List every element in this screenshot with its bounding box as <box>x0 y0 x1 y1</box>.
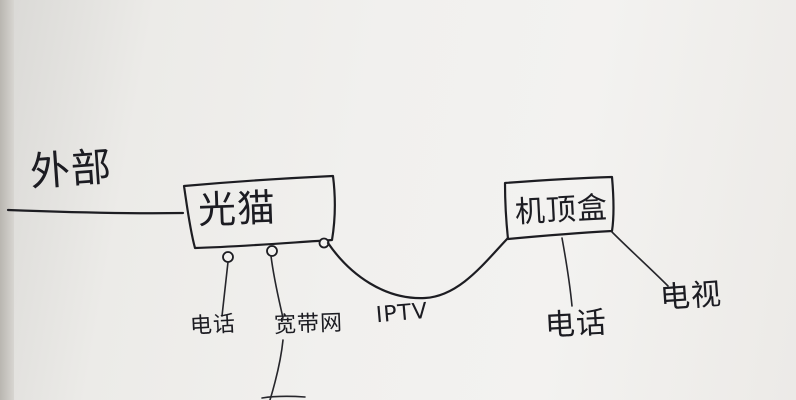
stb-to-tv-line <box>611 231 669 287</box>
modem-box <box>182 174 336 250</box>
external-line-label: 外部 <box>28 144 114 196</box>
iptv-label: IPTV <box>374 298 430 329</box>
iptv-curve-line <box>326 236 510 300</box>
set-top-box-outline <box>503 175 615 241</box>
modem-phone-label: 电话 <box>189 311 237 340</box>
paper-edge-shadow <box>0 0 14 400</box>
broadband-label: 宽带网 <box>273 310 344 339</box>
external-to-modem-line <box>6 208 185 215</box>
stb-phone-label: 电话 <box>544 305 608 344</box>
bottom-stroke <box>261 395 306 399</box>
modem-port-phone <box>222 251 234 263</box>
set-top-box-label: 机顶盒 <box>514 190 609 231</box>
modem-port-broadband <box>266 245 278 257</box>
stb-to-phone-line <box>561 237 573 307</box>
modem-to-broadband-line <box>269 255 284 400</box>
tv-label: 电视 <box>658 276 724 317</box>
modem-label: 光猫 <box>197 185 277 233</box>
modem-to-phone-line <box>221 261 229 317</box>
